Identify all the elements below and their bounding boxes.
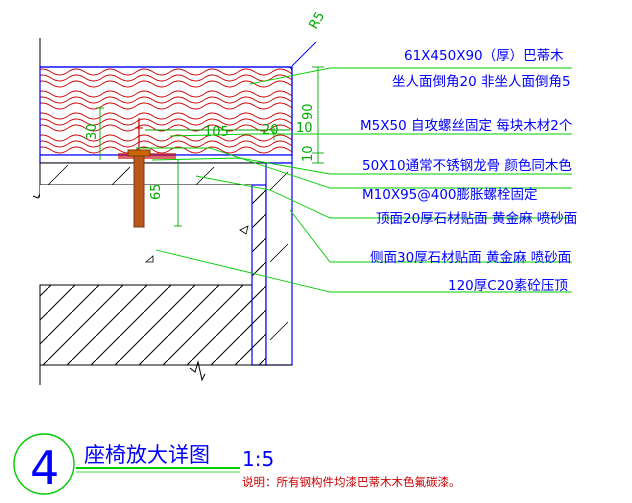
- dim-30: 30: [85, 123, 100, 140]
- callout-concrete: 120厚C20素砼压顶: [448, 278, 568, 294]
- dim-10-upper: 10: [296, 121, 313, 136]
- wood-plank: [39, 66, 293, 156]
- detail-title: 座椅放大详图: [84, 443, 210, 467]
- detail-number: 4: [30, 441, 59, 495]
- side-stone-facing: [251, 162, 293, 366]
- detail-scale: 1:5: [242, 447, 274, 471]
- dimensions: [96, 66, 324, 227]
- break-line-bottom: [39, 360, 292, 385]
- leader-lines: [136, 67, 572, 293]
- steel-keel: [39, 153, 293, 164]
- concrete-cap: [40, 185, 252, 285]
- detail-note: 说明：所有钢构件均漆巴蒂木木色氟碳漆。: [242, 475, 461, 489]
- callout-screw: M5X50 自攻螺丝固定 每块木材2个: [360, 118, 573, 134]
- dim-65: 65: [149, 183, 164, 200]
- masonry-hatch: [39, 284, 253, 366]
- dim-20: 20: [262, 123, 279, 138]
- callout-chamfer: 坐人面倒角20 非坐人面倒角5: [392, 74, 571, 90]
- top-stone-facing: [39, 162, 267, 186]
- r5-leader: [291, 41, 317, 67]
- callout-side-stone: 侧面30厚石材贴面 黄金麻 喷砂面: [370, 250, 571, 266]
- callout-text: 61X450X90（厚）巴蒂木 坐人面倒角20 非坐人面倒角5 M5X50 自攻…: [360, 48, 577, 294]
- dim-105: 105: [204, 125, 229, 140]
- callout-top-stone: 顶面20厚石材贴面 黄金麻 喷砂面: [376, 211, 577, 227]
- callout-keel: 50X10通常不锈钢龙骨 颜色同木色: [362, 157, 572, 174]
- anchor-bolt: [127, 118, 151, 228]
- dim-90: 90: [301, 103, 316, 120]
- detail-number-circle: [13, 433, 75, 495]
- title-block: 4 座椅放大详图 1:5 说明：所有钢构件均漆巴蒂木木色氟碳漆。: [13, 433, 461, 495]
- callout-wood: 61X450X90（厚）巴蒂木: [404, 48, 564, 64]
- dim-r5: R5: [306, 10, 328, 32]
- callout-bolt: M10X95@400膨胀螺栓固定: [362, 187, 538, 203]
- dim-10-lower: 10: [301, 145, 316, 162]
